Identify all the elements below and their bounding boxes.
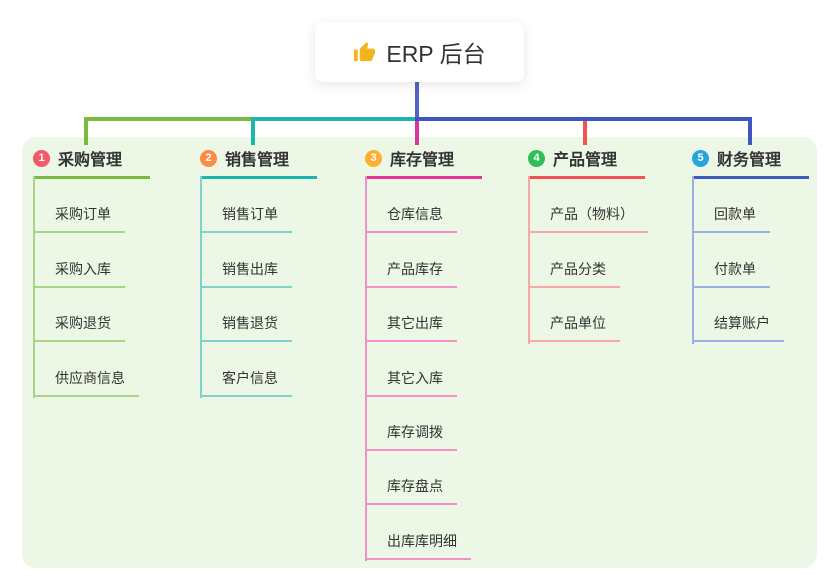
node-customer-info[interactable]: 客户信息 — [200, 342, 360, 397]
branch-number-badge: 3 — [365, 149, 382, 167]
branch-underline — [365, 176, 482, 179]
root-node-label: ERP 后台 — [386, 41, 486, 67]
branch-child-connector — [33, 176, 35, 398]
branch-purchase: 1 采购管理 采购订单 采购入库 采购退货 供应商信息 — [33, 148, 193, 398]
branch-underline — [692, 176, 809, 179]
node-settlement-account[interactable]: 结算账户 — [692, 288, 839, 343]
node-purchase-order[interactable]: 采购订单 — [33, 179, 193, 234]
drop-line-sales — [251, 117, 255, 145]
node-receipt-bill[interactable]: 回款单 — [692, 179, 839, 234]
branch-number-badge: 4 — [528, 149, 545, 167]
node-supplier-info[interactable]: 供应商信息 — [33, 342, 193, 397]
node-purchase-inbound[interactable]: 采购入库 — [33, 233, 193, 288]
branch-title-label: 财务管理 — [717, 152, 782, 169]
node-product-unit[interactable]: 产品单位 — [528, 288, 688, 343]
node-sales-order[interactable]: 销售订单 — [200, 179, 360, 234]
node-stock-transfer[interactable]: 库存调拨 — [365, 397, 525, 451]
node-product-material[interactable]: 产品（物料） — [528, 179, 688, 234]
branch-title-label: 采购管理 — [58, 152, 123, 169]
branch-title-inventory[interactable]: 3 库存管理 — [365, 148, 525, 169]
drop-line-purchase — [84, 117, 88, 145]
branch-title-label: 产品管理 — [553, 152, 618, 169]
branch-title-sales[interactable]: 2 销售管理 — [200, 148, 360, 169]
bus-segment-sales — [251, 117, 418, 121]
branch-title-label: 库存管理 — [390, 152, 455, 169]
bus-segment-purchase — [84, 117, 253, 121]
root-connector-line — [415, 82, 419, 121]
branch-number-badge: 1 — [33, 149, 50, 167]
node-warehouse-info[interactable]: 仓库信息 — [365, 179, 525, 234]
node-purchase-return[interactable]: 采购退货 — [33, 288, 193, 343]
branch-product: 4 产品管理 产品（物料） 产品分类 产品单位 — [528, 148, 688, 344]
branch-underline — [200, 176, 317, 179]
node-product-category[interactable]: 产品分类 — [528, 233, 688, 288]
branch-number-badge: 2 — [200, 149, 217, 167]
branch-sales: 2 销售管理 销售订单 销售出库 销售退货 客户信息 — [200, 148, 360, 398]
branch-underline — [33, 176, 150, 179]
node-outbound-detail[interactable]: 出库库明细 — [365, 505, 525, 560]
branch-finance: 5 财务管理 回款单 付款单 结算账户 — [692, 148, 839, 344]
branch-title-finance[interactable]: 5 财务管理 — [692, 148, 839, 169]
branch-child-connector — [528, 176, 530, 344]
branch-underline — [528, 176, 645, 179]
branches-background-panel — [22, 137, 817, 568]
branch-child-connector — [365, 176, 367, 561]
branch-title-product[interactable]: 4 产品管理 — [528, 148, 688, 169]
branch-child-connector — [692, 176, 694, 344]
bus-segment-right — [415, 117, 752, 121]
node-product-stock[interactable]: 产品库存 — [365, 233, 525, 288]
thumbs-up-icon — [353, 41, 376, 64]
node-sales-return[interactable]: 销售退货 — [200, 288, 360, 343]
branch-title-purchase[interactable]: 1 采购管理 — [33, 148, 193, 169]
branch-child-connector — [200, 176, 202, 398]
node-payment-bill[interactable]: 付款单 — [692, 233, 839, 288]
node-other-inbound[interactable]: 其它入库 — [365, 342, 525, 397]
root-node-erp[interactable]: ERP 后台 — [315, 22, 524, 82]
node-other-outbound[interactable]: 其它出库 — [365, 288, 525, 343]
branch-inventory: 3 库存管理 仓库信息 产品库存 其它出库 其它入库 库存调拨 库存盘点 出库库… — [365, 148, 525, 561]
drop-line-inventory — [415, 121, 419, 145]
branch-number-badge: 5 — [692, 149, 709, 167]
branch-title-label: 销售管理 — [225, 152, 290, 169]
drop-line-product — [583, 121, 587, 145]
node-sales-outbound[interactable]: 销售出库 — [200, 233, 360, 288]
drop-line-finance — [748, 117, 752, 145]
node-stock-taking[interactable]: 库存盘点 — [365, 451, 525, 506]
